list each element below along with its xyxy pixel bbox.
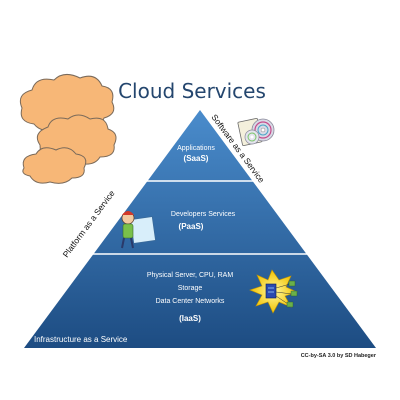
page-title: Cloud Services xyxy=(118,79,266,103)
iaas-label-line1: Physical Server, CPU, RAM xyxy=(147,272,234,279)
saas-abbr: (SaaS) xyxy=(184,154,209,163)
paas-abbr: (PaaS) xyxy=(179,222,204,231)
iaas-layer: Physical Server, CPU, RAM Storage Data C… xyxy=(147,272,234,323)
server-network-icon xyxy=(249,269,298,314)
saas-layer: Applications (SaaS) xyxy=(177,145,215,163)
iaas-label-line3: Data Center Networks xyxy=(156,298,225,305)
iaas-label-line2: Storage xyxy=(178,285,203,292)
paas-label: Developers Services xyxy=(171,211,236,218)
credit-text: CC-by-SA 3.0 by SD Habeger xyxy=(301,353,377,359)
developer-person-icon xyxy=(121,211,157,249)
infrastructure-as-a-service-label: Infrastructure as a Service xyxy=(34,335,128,344)
cloud-icon xyxy=(19,74,117,184)
paas-layer: Developers Services (PaaS) xyxy=(171,211,236,231)
cd-software-icon xyxy=(237,117,275,147)
iaas-abbr: (IaaS) xyxy=(179,314,201,323)
saas-label: Applications xyxy=(177,145,215,152)
